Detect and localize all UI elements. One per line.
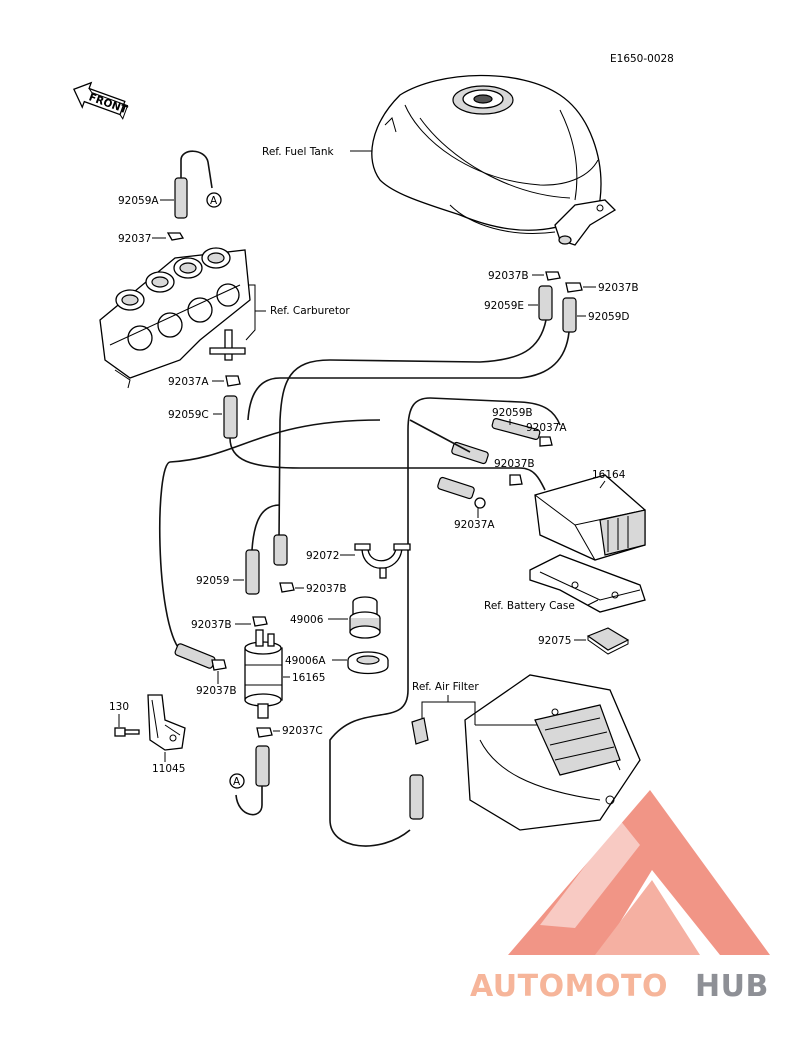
hose-route-tank-d xyxy=(247,331,570,421)
label-92037-left: 92037 xyxy=(118,233,151,245)
hose-92059 xyxy=(245,549,260,595)
canister-16164 xyxy=(534,474,646,561)
hose-92059E xyxy=(538,285,553,321)
label-16165: 16165 xyxy=(292,672,325,684)
clamp-92037B-tank-left xyxy=(545,271,561,281)
clamp-92037A-lower xyxy=(474,497,486,509)
hose-route-92059 xyxy=(251,504,281,551)
watermark-logo xyxy=(508,790,770,955)
label-92075: 92075 xyxy=(538,635,571,647)
diagram-code: E1650-0028 xyxy=(610,53,674,65)
label-92037A-carb: 92037A xyxy=(168,376,209,388)
label-92059: 92059 xyxy=(196,575,229,587)
label-92059E: 92059E xyxy=(484,300,524,312)
clamp-92037B-pump-side xyxy=(211,659,227,671)
hose-air-filter xyxy=(409,774,424,820)
ref-carburetor-label: Ref. Carburetor xyxy=(270,305,350,317)
label-92059A: 92059A xyxy=(118,195,159,207)
air-filter-fitting xyxy=(411,717,429,745)
label-92037C: 92037C xyxy=(282,725,323,737)
grommet-49006A xyxy=(347,651,389,675)
ref-fuel-tank-label: Ref. Fuel Tank xyxy=(262,146,334,158)
label-92037B-tank-left: 92037B xyxy=(488,270,529,282)
hose-92059D xyxy=(562,297,577,333)
air-filter-box xyxy=(464,674,641,831)
clamp-92037A-carb xyxy=(225,375,241,387)
label-92037A-canister: 92037A xyxy=(526,422,567,434)
hose-route-top xyxy=(429,397,561,426)
clamp-92037B-tank-right xyxy=(565,282,583,293)
carburetor-assembly xyxy=(99,247,251,389)
clamp-92037 xyxy=(166,232,185,241)
clamp-92037A-canister xyxy=(539,436,553,447)
hose-route-air-filter xyxy=(329,397,431,847)
connector-a-bottom: A xyxy=(233,776,241,788)
label-92037B-pump-side: 92037B xyxy=(196,685,237,697)
band-92072 xyxy=(361,547,403,569)
ref-air-filter-label: Ref. Air Filter xyxy=(412,681,479,693)
watermark-text: AUTOMOTO HUB xyxy=(470,969,769,1004)
hose-pump-inlet xyxy=(174,643,216,669)
watermark-hub: HUB xyxy=(695,969,769,1004)
label-92037B-pump-top: 92037B xyxy=(191,619,232,631)
label-11045: 11045 xyxy=(152,763,185,775)
ref-battery-case-label: Ref. Battery Case xyxy=(484,600,575,612)
bracket-11045 xyxy=(147,694,186,751)
fuel-tank xyxy=(371,74,617,246)
clamp-92037C xyxy=(256,727,273,738)
label-92037B-mid: 92037B xyxy=(306,583,347,595)
label-49006: 49006 xyxy=(290,614,324,626)
clamp-92037B-canister xyxy=(509,474,523,486)
connector-a-top: A xyxy=(210,195,218,207)
bolt-130 xyxy=(114,727,140,737)
hose-route-a xyxy=(235,786,263,816)
battery-case xyxy=(529,554,646,613)
label-49006A: 49006A xyxy=(285,655,326,667)
hose-route-92059C xyxy=(229,437,546,491)
hose-pump-outlet xyxy=(255,745,270,787)
label-130: 130 xyxy=(109,701,129,713)
fuel-pump-16165 xyxy=(244,629,283,719)
label-92072: 92072 xyxy=(306,550,339,562)
clamp-92037B-mid xyxy=(279,582,295,593)
label-92059D: 92059D xyxy=(588,311,630,323)
hose-upper-92059 xyxy=(273,534,288,566)
hose-route-left xyxy=(159,419,471,651)
clamp-92037B-pump-top xyxy=(252,616,268,627)
label-92037B-tank-right: 92037B xyxy=(598,282,639,294)
hose-92059B xyxy=(491,418,541,440)
hose-92059C xyxy=(223,395,238,439)
hose-92059A xyxy=(174,150,222,219)
connector-a-bottom-circle xyxy=(229,773,245,789)
label-92059C: 92059C xyxy=(168,409,209,421)
front-arrow-icon: FRONT xyxy=(73,81,130,120)
hose-canister-lower xyxy=(437,476,475,500)
label-16164: 16164 xyxy=(592,469,626,481)
label-92059B: 92059B xyxy=(492,407,533,419)
hose-route-tank-e xyxy=(278,319,547,541)
label-92037A-lower: 92037A xyxy=(454,519,495,531)
fitting-49006 xyxy=(349,596,381,639)
watermark-automoto: AUTOMOTO xyxy=(470,969,668,1004)
label-92037B-canister: 92037B xyxy=(494,458,535,470)
